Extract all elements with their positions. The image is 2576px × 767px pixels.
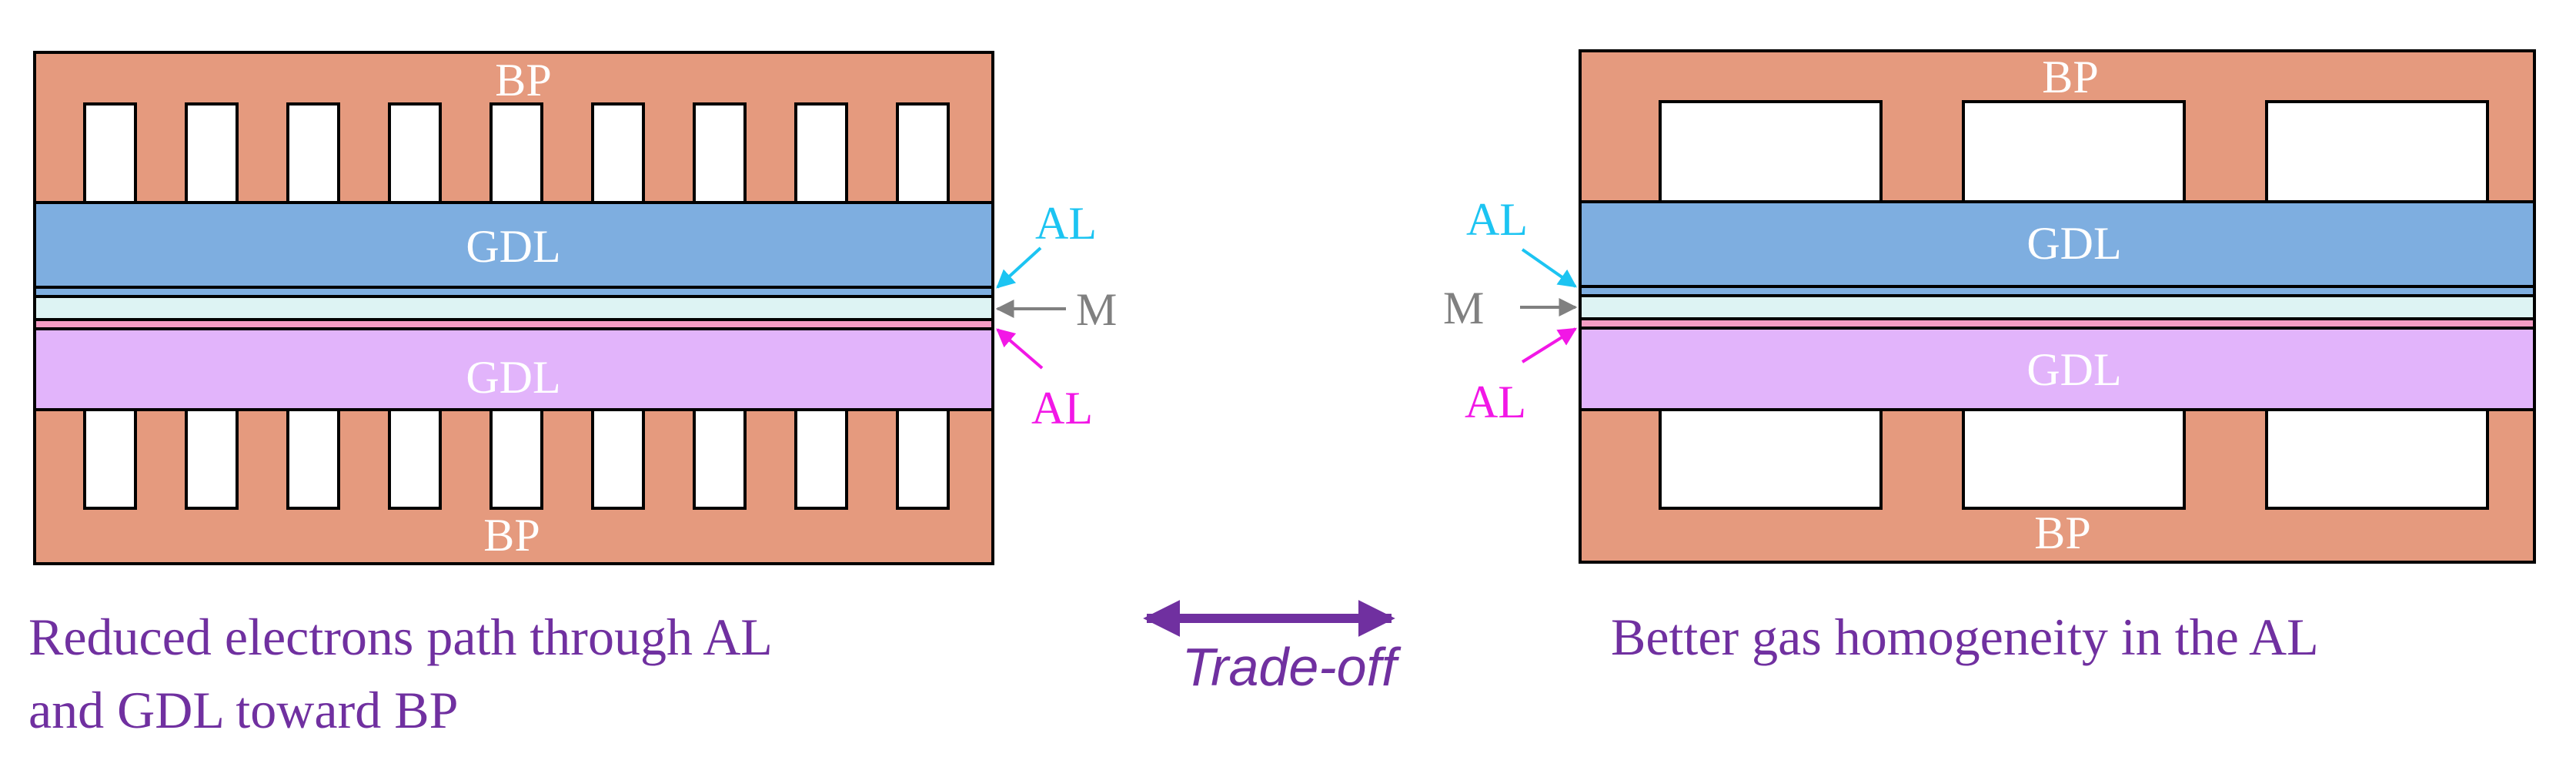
right-al-bottom-label: AL [1465,377,1526,427]
left-bottom-channel [83,408,137,510]
right-top-plate-label: BP [2042,52,2098,102]
right-bottom-channel [2265,408,2489,510]
left-al-bottom-arrow [996,328,1044,370]
right-al-bottom-arrow [1521,327,1578,363]
left-bottom-gdl-label: GDL [466,352,560,403]
right-bottom-gdl [1579,327,2536,411]
right-membrane [1579,294,2536,320]
right-top-channel [1659,100,1883,203]
left-top-channel [591,102,645,204]
right-membrane-label: M [1443,283,1484,333]
left-top-channel [896,102,950,204]
tradeoff-label: Trade-off [1182,637,1402,697]
right-caption: Better gas homogeneity in the AL [1611,608,2319,666]
left-bottom-channel [185,408,239,510]
right-bottom-channel [1659,408,1883,510]
right-top-channel [1962,100,2186,203]
right-bottom-gdl-label: GDL [2026,344,2121,395]
left-top-channel [286,102,340,204]
right-cell: BP GDL GDL BP AL M AL Better gas homogen… [1443,49,2536,666]
right-al-top-label: AL [1466,194,1528,245]
left-caption-line2: and GDL toward BP [28,681,458,739]
right-top-channels [1659,100,2489,203]
left-bottom-gdl [33,327,994,411]
left-top-channel [693,102,747,204]
left-top-gdl [33,201,994,289]
left-bottom-channel [489,408,543,510]
left-top-channel [388,102,442,204]
left-membrane [33,295,994,321]
left-top-channels [83,102,950,204]
left-bottom-plate-label: BP [483,510,540,561]
right-bottom-channel [1962,408,2186,510]
right-al-top-arrow [1521,248,1577,288]
left-bottom-channel [794,408,848,510]
tradeoff-group: Trade-off [1143,600,1402,697]
left-cell: BP GDL GDL BP AL M [28,51,1117,739]
left-top-channel [794,102,848,204]
left-membrane-label: M [1076,284,1117,335]
left-al-top-arrow [996,246,1042,289]
right-top-channel [2265,100,2489,203]
left-bottom-channels [83,408,950,510]
left-bottom-channel [591,408,645,510]
left-bottom-channel [896,408,950,510]
left-caption-line1: Reduced electrons path through AL [28,608,773,666]
right-top-gdl [1579,200,2536,288]
left-top-channel [83,102,137,204]
left-al-bottom-label: AL [1031,383,1093,434]
right-bottom-channels [1659,408,2489,510]
right-top-gdl-label: GDL [2026,218,2121,269]
left-bottom-channel [693,408,747,510]
left-top-channel [489,102,543,204]
left-al-top-label: AL [1035,198,1097,249]
left-top-channel [185,102,239,204]
right-bottom-plate-label: BP [2034,507,2090,558]
left-top-gdl-label: GDL [466,221,560,272]
left-bottom-channel [286,408,340,510]
left-bottom-channel [388,408,442,510]
left-top-plate-label: BP [495,55,551,106]
